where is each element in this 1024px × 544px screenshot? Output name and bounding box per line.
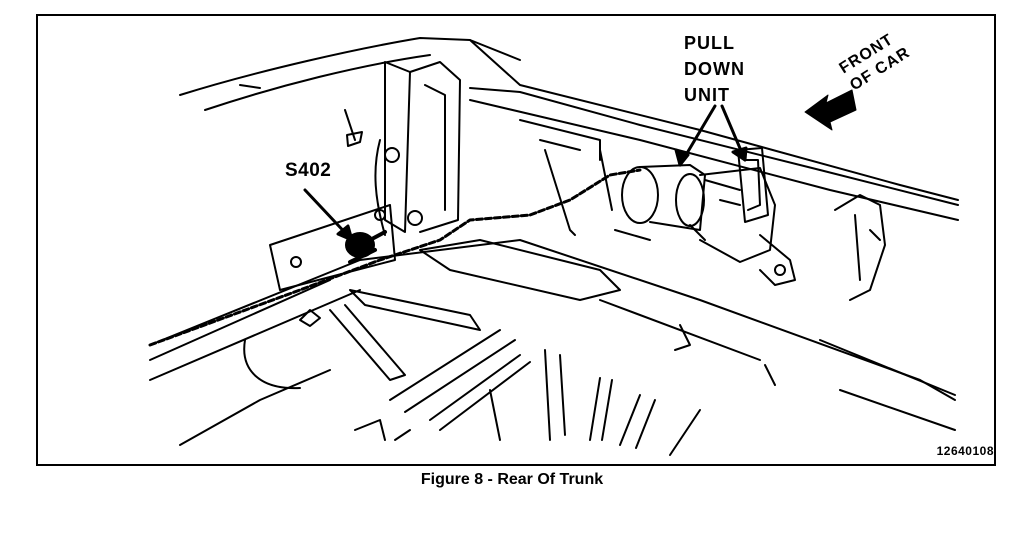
left-pillar: [269, 61, 461, 291]
figure-caption: Figure 8 - Rear Of Trunk: [420, 471, 604, 488]
splice-label: S402: [285, 160, 332, 181]
part-number: 12640108: [936, 444, 994, 458]
trunk-floor: [149, 239, 956, 456]
trunk-body: [179, 37, 959, 301]
pull-down-unit: [599, 147, 796, 286]
leader-arrows: [303, 104, 748, 242]
wiring-harness: [148, 109, 642, 347]
pull-down-label-line-2: DOWN: [684, 59, 745, 79]
pull-down-label-line-3: UNIT: [684, 85, 730, 105]
pull-down-label-line-1: PULL: [684, 33, 735, 53]
front-of-car-arrow: [804, 89, 857, 131]
pull-down-unit-label: PULL DOWN UNIT: [684, 30, 745, 108]
